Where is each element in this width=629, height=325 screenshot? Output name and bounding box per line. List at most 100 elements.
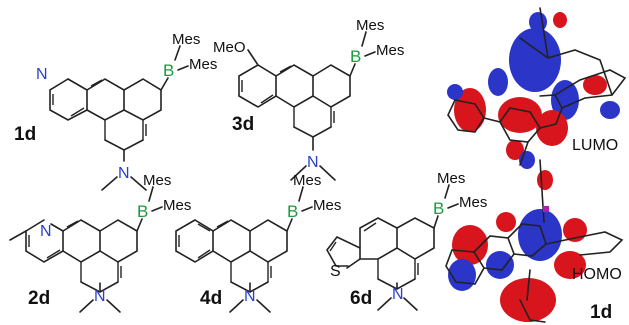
- bond-to-mes: [444, 184, 450, 199]
- double-bond: [46, 249, 61, 259]
- bond-to-mes: [174, 45, 181, 61]
- molecule-frame: [473, 235, 515, 271]
- methoxy-label: MeO: [213, 39, 246, 56]
- ring-bonds: [212, 219, 251, 263]
- ring-bonds: [346, 258, 361, 269]
- methyl-bond: [403, 297, 418, 311]
- double-bond: [66, 220, 79, 228]
- compound-label: 4d: [200, 288, 222, 309]
- bond-to-methoxy: [247, 49, 259, 66]
- boron-atom: B: [287, 202, 298, 221]
- mes-label: Mes: [293, 172, 321, 189]
- ring-bonds: [86, 78, 125, 121]
- amine-nitrogen: N: [118, 165, 130, 182]
- orbital-lobe-negative: [536, 110, 568, 146]
- ring-bonds: [123, 78, 162, 121]
- ring-bonds: [249, 219, 288, 263]
- ring-bonds: [312, 64, 351, 108]
- ring-bonds: [62, 219, 101, 263]
- ring-bonds: [359, 217, 398, 260]
- compound-label: 6d: [350, 288, 372, 309]
- structure-1d: B Mes Mes N N 1d: [14, 31, 217, 191]
- bond-to-mes: [177, 65, 189, 71]
- methyl-bond: [106, 299, 121, 313]
- orbital-lobe-negative: [498, 97, 542, 133]
- double-bond: [279, 65, 292, 73]
- double-bond: [329, 241, 337, 252]
- mes-label: Mes: [172, 31, 200, 48]
- orbital-panel: LUMO HOMO 1d: [445, 7, 627, 323]
- ring-bonds: [293, 126, 332, 138]
- orbital-lobe-negative: [554, 251, 586, 279]
- ring-bonds: [104, 139, 144, 151]
- orbital-lobe-positive: [529, 12, 547, 32]
- ring-bonds: [25, 230, 64, 263]
- double-bond: [260, 94, 274, 104]
- methyl-bond: [9, 230, 27, 241]
- orbital-lobe-positive: [486, 251, 514, 279]
- orbital-lobe-negative: [496, 212, 516, 232]
- amine-nitrogen: N: [94, 288, 106, 305]
- lumo-label: LUMO: [572, 137, 618, 154]
- double-bond: [216, 220, 229, 228]
- boron-atom: B: [350, 47, 361, 66]
- ring-bonds: [175, 219, 214, 263]
- ring-nitrogen: N: [40, 223, 52, 240]
- compound-label: 3d: [232, 114, 254, 135]
- molecule-frame: [539, 7, 549, 59]
- bond-to-mes: [361, 31, 367, 47]
- amine-nitrogen: N: [244, 288, 256, 305]
- bond-to-boron: [136, 218, 143, 232]
- methyl-bond: [79, 299, 94, 313]
- methyl-bond: [229, 299, 244, 313]
- orbital-lobe-negative: [506, 140, 524, 160]
- orbital-lobe-positive: [447, 84, 463, 100]
- ring-bonds: [99, 219, 138, 263]
- bond-to-mes: [301, 206, 313, 212]
- mes-label: Mes: [189, 56, 217, 73]
- molecule-frame: [526, 269, 531, 301]
- methyl-bond: [101, 176, 118, 191]
- mes-label: Mes: [143, 172, 171, 189]
- molecule-frame: [519, 37, 613, 96]
- boron-atom: B: [433, 199, 444, 218]
- bond-to-mes: [151, 206, 163, 212]
- boron-atom: B: [137, 202, 148, 221]
- methyl-bond: [256, 299, 271, 313]
- orbital-lobe-positive: [518, 209, 562, 261]
- boron-atom: B: [163, 61, 174, 80]
- orbital-lobe-negative: [537, 170, 553, 190]
- orbital-lobe-negative: [583, 75, 607, 95]
- mes-label: Mes: [376, 42, 404, 59]
- molecule-frame: [483, 107, 541, 143]
- orbital-lobe-negative: [452, 225, 488, 265]
- methyl-bond: [130, 176, 147, 191]
- ring-bonds: [326, 235, 361, 267]
- orbital-lobe-positive: [509, 28, 561, 92]
- compound-label: 1d: [14, 124, 36, 145]
- methyl-bond: [377, 297, 392, 311]
- orbital-lobe-negative: [500, 278, 556, 322]
- homo-isosurface: [445, 159, 624, 323]
- mes-label: Mes: [313, 197, 341, 214]
- structure-6d: S B Mes Mes N 6d: [326, 170, 487, 311]
- ring-bonds: [50, 223, 64, 232]
- orbital-lobe-negative: [454, 88, 486, 132]
- mes-label: Mes: [356, 17, 384, 34]
- ring-bonds: [396, 217, 435, 260]
- molecule-frame: [447, 99, 485, 133]
- boron-center-marker: [543, 206, 549, 212]
- orbital-lobe-positive: [551, 80, 579, 120]
- lumo-isosurface: [447, 7, 627, 169]
- double-bond: [363, 222, 377, 232]
- bond-to-mes: [148, 186, 154, 202]
- molecule-frame: [519, 299, 546, 323]
- methyl-bond: [319, 165, 336, 181]
- orbital-lobe-negative: [553, 12, 567, 28]
- structure-2d: N B Mes Mes N 2d: [9, 172, 191, 313]
- amine-nitrogen: N: [392, 286, 404, 303]
- ring-bonds: [238, 64, 277, 108]
- ring-bonds: [25, 219, 45, 232]
- orbital-lobe-positive: [488, 68, 508, 96]
